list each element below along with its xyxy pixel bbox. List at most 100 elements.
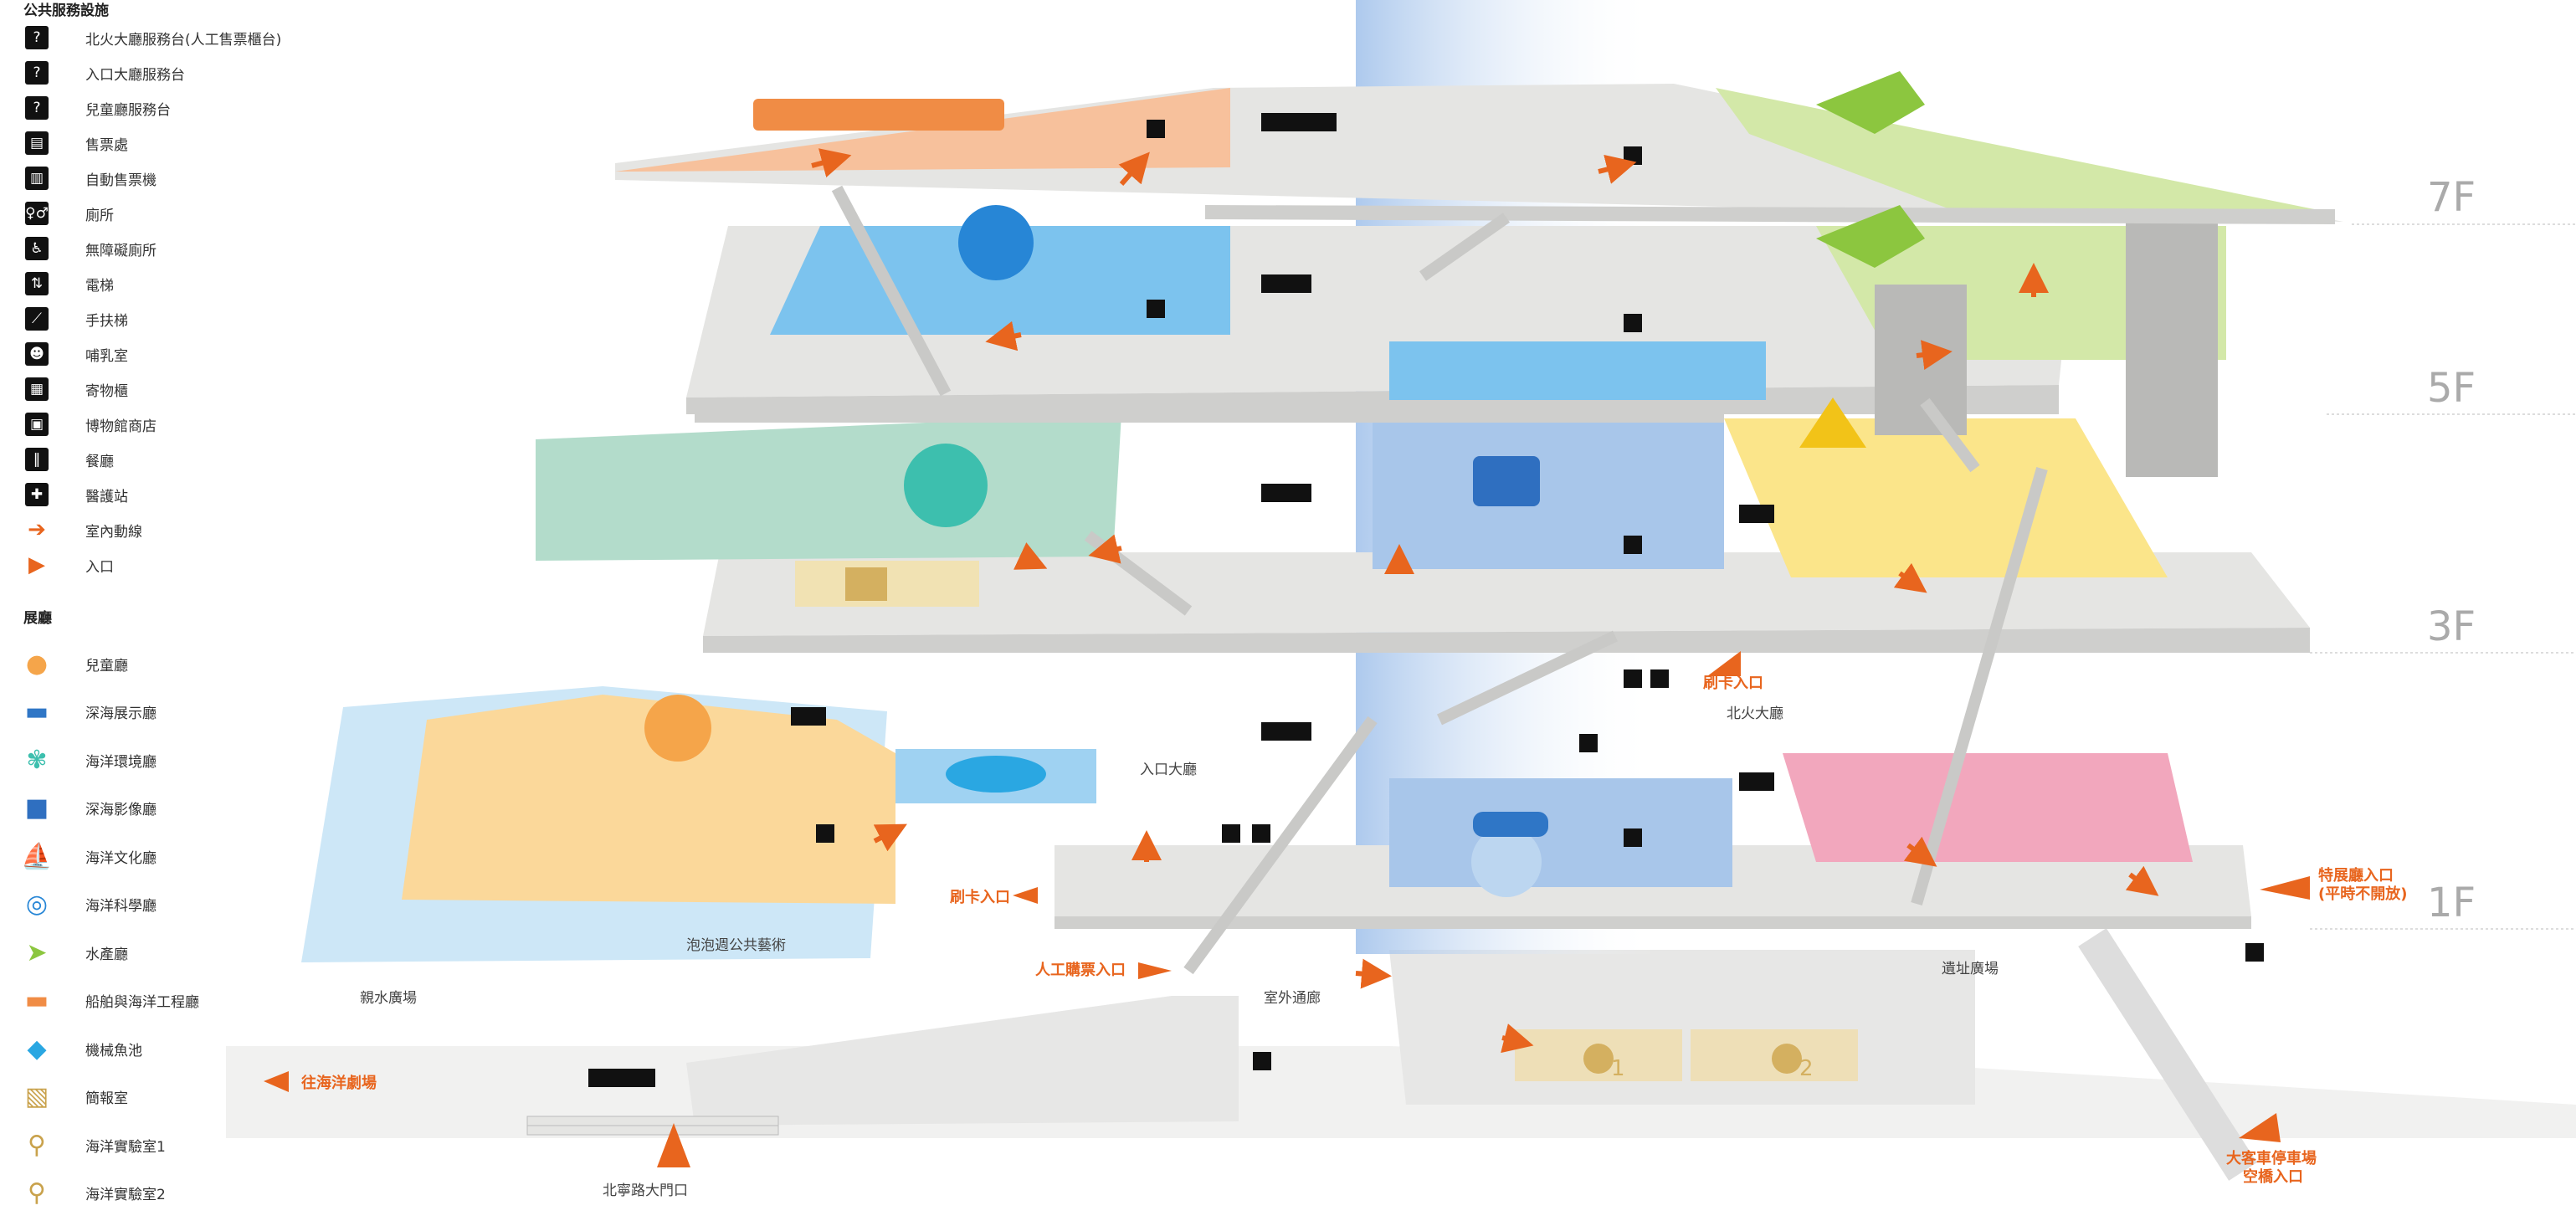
floor-5f <box>686 209 2226 477</box>
hall-legend-item: ●兒童廳 <box>20 649 128 679</box>
water-plaza-label: 親水廣場 <box>360 990 417 1007</box>
floor-label-1f: 1F <box>2427 880 2476 926</box>
toilet-icon[interactable] <box>1739 505 1774 523</box>
facility-legend-label: 博物館商店 <box>85 418 157 435</box>
facility-legend-item: ⟋ 手扶梯 <box>20 305 128 333</box>
bus-parking-label-line1: 大客車停車場 <box>2226 1149 2317 1167</box>
entrance-hall-label: 入口大廳 <box>1140 762 1197 778</box>
restaurant-icon: ‖ <box>25 448 49 471</box>
ticket-office-icon[interactable] <box>2245 943 2264 962</box>
entrance-triangle-icon[interactable] <box>657 1123 690 1167</box>
ticket-office-icon[interactable] <box>1253 1052 1271 1070</box>
escalator-icon: ⟋ <box>25 307 49 331</box>
junk-ship-icon: ⛵ <box>21 841 53 871</box>
child-icon <box>644 695 711 762</box>
toilet-icon[interactable] <box>791 707 826 726</box>
elevator-icon[interactable] <box>1147 120 1165 138</box>
microscope-icon <box>1583 1044 1614 1074</box>
hall-legend-item: ■深海影像廳 <box>20 793 157 823</box>
toilet-icon[interactable] <box>1261 274 1311 293</box>
coral-icon <box>904 444 988 527</box>
sailfish-icon: ➤ <box>26 937 48 967</box>
entrance-triangle-icon[interactable] <box>2260 876 2310 900</box>
ocean-science-hall <box>770 226 1230 335</box>
briefing-room-icon <box>845 567 887 601</box>
junk-ship-icon <box>1799 398 1866 448</box>
facility-legend-label: 兒童廳服務台 <box>85 101 171 119</box>
fish-icon: ◆ <box>27 1034 47 1064</box>
info-desk-icon[interactable] <box>1222 824 1240 843</box>
facility-legend-item: ▣ 博物館商店 <box>20 410 157 439</box>
parking-toilet-icon[interactable] <box>588 1069 655 1087</box>
ticket-machine-icon[interactable] <box>1650 669 1669 688</box>
first-aid-icon[interactable] <box>1252 824 1270 843</box>
special-exhibit-entrance-label: 特展廳入口 <box>2318 866 2394 885</box>
microscope-icon: ⚲ <box>28 1178 46 1208</box>
facility-legend-label: 餐廳 <box>85 453 114 470</box>
legend-panel: 公共服務設施 ?北火大廳服務台(人工售票櫃台)?入口大廳服務台?兒童廳服務台▤售… <box>0 0 352 1226</box>
hall-legend-label: 海洋環境廳 <box>85 753 157 771</box>
entrance-triangle-icon[interactable] <box>1013 887 1038 904</box>
children-hall-area <box>402 695 895 904</box>
toilet-icon[interactable] <box>1261 113 1337 131</box>
info-desk-icon[interactable] <box>1624 669 1642 688</box>
entrance-triangle-icon[interactable] <box>264 1071 289 1092</box>
hall-legend-label: 海洋實驗室2 <box>85 1187 166 1203</box>
floor-labels: 7F 5F 3F 1F <box>2310 174 2576 930</box>
deep-sea-hall-1f <box>1389 778 1732 887</box>
bubble-art-label: 泡泡週公共藝術 <box>686 937 786 954</box>
elevator-icon[interactable] <box>1624 146 1642 165</box>
hall-legend-label: 深海展示廳 <box>85 705 157 722</box>
facility-legend-label: 室內動線 <box>85 523 142 541</box>
special-exhibit-hall <box>1783 753 2193 862</box>
facility-legend-label: 醫護站 <box>85 488 128 505</box>
indoor-routes <box>811 148 2159 1054</box>
fish-icon <box>946 756 1046 793</box>
submarine-icon <box>1473 812 1548 837</box>
toilet-icon[interactable] <box>1261 484 1311 502</box>
indoor-route-arrow-icon: ➔ <box>28 517 46 542</box>
facility-legend-label: 入口大廳服務台 <box>85 66 185 84</box>
elevator-icon[interactable] <box>1624 828 1642 847</box>
locker-icon[interactable] <box>1579 734 1598 752</box>
toilet-icon[interactable] <box>1261 722 1311 741</box>
hall-legend-item: ▬深海展示廳 <box>20 697 157 726</box>
entrance-triangle-icon: ▶ <box>28 552 45 577</box>
facility-markers <box>588 113 2264 1087</box>
shop-icon: ▣ <box>25 413 49 436</box>
facility-legend-label: 手扶梯 <box>85 312 128 330</box>
halls-legend-title: 展廳 <box>23 610 52 627</box>
ocean-environment-hall <box>536 414 1121 561</box>
science-sphere-icon <box>958 205 1034 280</box>
bus-parking-label-line2: 空橋入口 <box>2243 1167 2303 1186</box>
toilet-icon[interactable] <box>1739 772 1774 791</box>
facility-legend-item: ? 兒童廳服務台 <box>20 94 171 122</box>
entrance-triangle-icon[interactable] <box>1138 962 1172 979</box>
manual-ticket-entrance-label: 人工購票入口 <box>1035 961 1126 979</box>
entrance-triangle-icon[interactable] <box>2239 1113 2281 1142</box>
hall-legend-item: ✾海洋環境廳 <box>20 746 157 775</box>
elevator-icon[interactable] <box>1147 300 1165 318</box>
info-desk-icon: ? <box>25 96 49 120</box>
hall-legend-item: ⛵海洋文化廳 <box>20 841 157 871</box>
microscope-icon: ⚲ <box>28 1130 46 1160</box>
floor-label-3f: 3F <box>2427 603 2476 650</box>
hall-legend-label: 簡報室 <box>85 1090 128 1107</box>
facility-legend-item: ?入口大廳服務台 <box>20 59 185 87</box>
entrance-triangle-icon[interactable] <box>1707 651 1741 676</box>
staircases <box>831 185 2048 975</box>
entrance-markers <box>264 651 2310 1167</box>
info-desk-icon[interactable] <box>816 824 834 843</box>
card-entrance-1f-label: 刷卡入口 <box>950 888 1010 906</box>
first-aid-icon: ✚ <box>25 483 49 506</box>
facility-legend-label: 北火大廳服務台(人工售票櫃台) <box>85 31 282 49</box>
elevator-icon: ⇅ <box>25 272 49 295</box>
elevator-icon[interactable] <box>1624 536 1642 554</box>
sailfish-icon <box>1816 205 1925 268</box>
map-text-labels: 刷卡入口 北火大廳 入口大廳 刷卡入口 人工購票入口 特展廳入口 (平時不開放)… <box>301 674 2407 1199</box>
north-fire-hall-label: 北火大廳 <box>1727 705 1783 722</box>
hall-legend-label: 深海影像廳 <box>85 802 157 818</box>
elevator-icon[interactable] <box>1624 314 1642 332</box>
facility-legend-item: ⇅電梯 <box>20 269 114 298</box>
